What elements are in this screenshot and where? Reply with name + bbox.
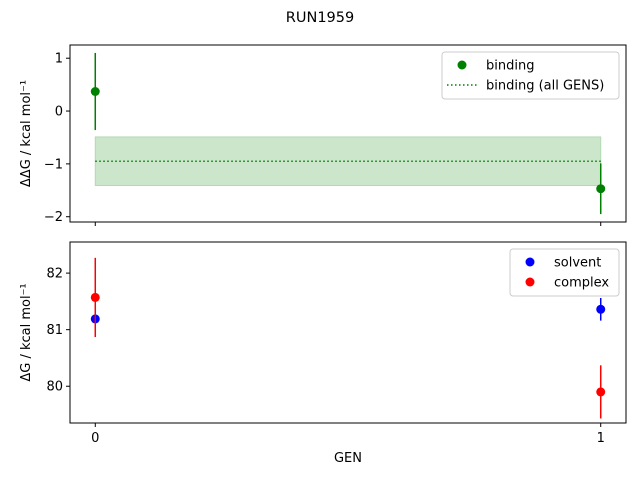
chart-title: RUN1959 <box>286 10 354 26</box>
bottom-x-tick-label: 0 <box>91 431 99 446</box>
legend-complex-marker <box>525 277 535 287</box>
bottom-y-tick-label: 80 <box>46 380 63 395</box>
binding-point <box>596 184 606 194</box>
top-plot-area <box>90 52 606 215</box>
complex-point <box>90 292 100 302</box>
legend-solvent-label: solvent <box>554 256 601 271</box>
bottom-y-tick-label: 81 <box>46 323 63 338</box>
bottom-y-axis-label: ΔG / kcal mol⁻¹ <box>19 283 34 381</box>
top-panel: −2 −1 0 1 ΔΔG / kcal mol⁻¹ binding binding … <box>19 44 627 226</box>
top-y-tick-label: 0 <box>55 105 63 120</box>
complex-point <box>596 387 606 397</box>
legend-complex-label: complex <box>554 276 609 291</box>
top-y-axis-label: ΔΔG / kcal mol⁻¹ <box>19 80 34 187</box>
top-x-ticks <box>94 222 602 226</box>
top-y-ticks: −2 −1 0 1 <box>44 52 70 225</box>
legend-solvent-marker <box>525 257 535 267</box>
binding-point <box>90 86 100 96</box>
bottom-x-tick-label: 1 <box>597 431 605 446</box>
top-axes-frame <box>69 44 627 223</box>
bottom-x-axis-label: GEN <box>334 451 362 466</box>
bottom-legend-frame <box>509 248 620 297</box>
top-legend-frame <box>441 51 620 100</box>
bottom-plot-area <box>90 257 606 419</box>
legend-binding-all-gens-label: binding (all GENS) <box>486 79 604 94</box>
top-y-tick-label: 1 <box>55 52 63 67</box>
bottom-y-ticks: 80 81 82 <box>46 267 70 395</box>
legend-binding-label: binding <box>486 59 534 74</box>
top-y-tick-label: −2 <box>44 210 63 225</box>
bottom-axes-frame <box>69 241 627 424</box>
top-legend: binding binding (all GENS) <box>441 51 620 100</box>
top-y-tick-label: −1 <box>44 157 63 172</box>
bottom-legend: solvent complex <box>509 248 620 297</box>
legend-binding-marker <box>457 60 467 70</box>
bottom-y-tick-label: 82 <box>46 267 63 282</box>
solvent-point <box>596 304 606 314</box>
